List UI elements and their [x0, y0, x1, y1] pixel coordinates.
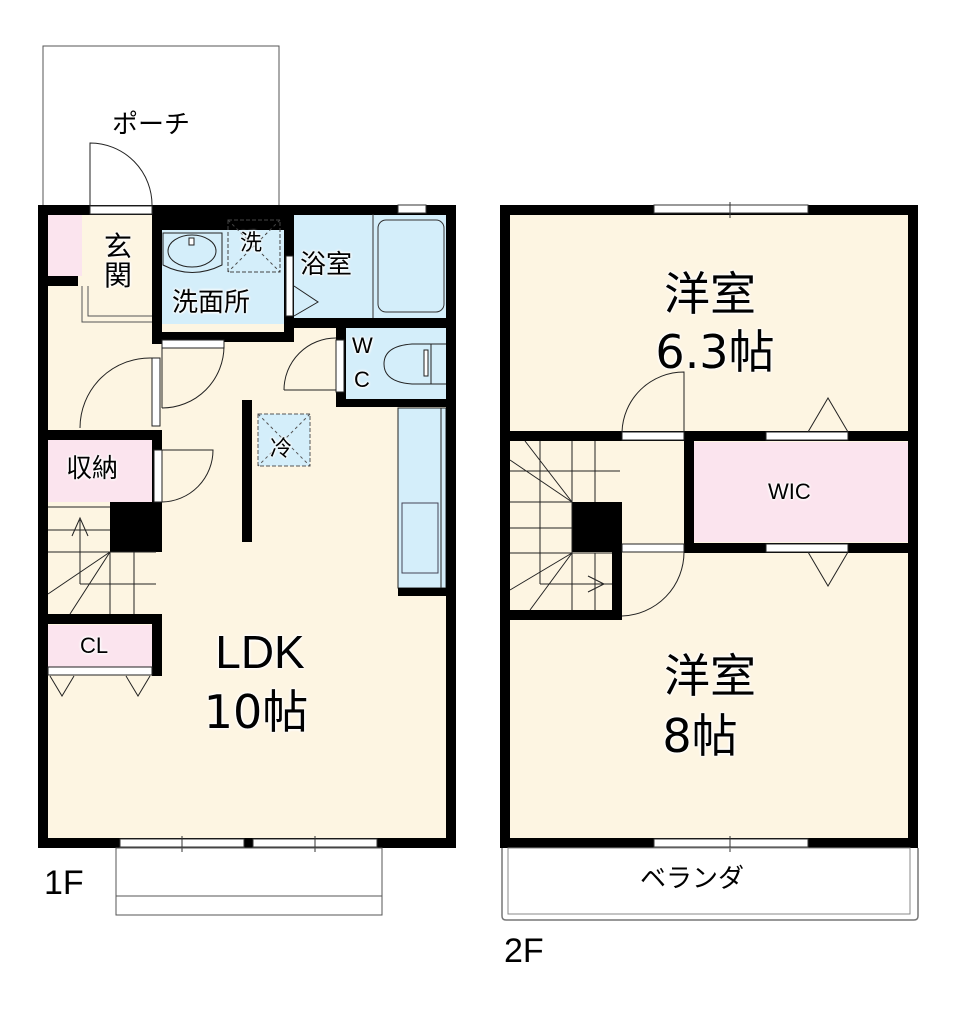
- fridge-label: 冷: [270, 437, 293, 462]
- wic-label: WIC: [768, 479, 811, 504]
- bathroom-label: 浴室: [300, 250, 353, 280]
- ldk-size-label: 10帖: [203, 685, 309, 739]
- storage-label: 収納: [66, 454, 119, 484]
- ldk-label: LDK: [215, 626, 305, 678]
- western-room-2-label: 洋室: [664, 649, 756, 703]
- closet-label: CL: [80, 633, 109, 658]
- floor-1f-label: 1F: [44, 864, 84, 902]
- washroom-label: 洗面所: [172, 288, 251, 318]
- wc-label-w: W: [352, 333, 373, 358]
- western-room-1-size: 6.3帖: [655, 325, 775, 379]
- entrance-label: 玄関: [103, 230, 132, 293]
- porch-label: ポーチ: [112, 110, 191, 140]
- western-room-1-label: 洋室: [664, 267, 756, 321]
- veranda-label: ベランダ: [640, 864, 745, 894]
- floor-2f-label: 2F: [504, 932, 544, 970]
- washer-label: 洗: [240, 231, 263, 256]
- wc-label-c: C: [354, 367, 370, 392]
- western-room-2-size: 8帖: [662, 709, 738, 763]
